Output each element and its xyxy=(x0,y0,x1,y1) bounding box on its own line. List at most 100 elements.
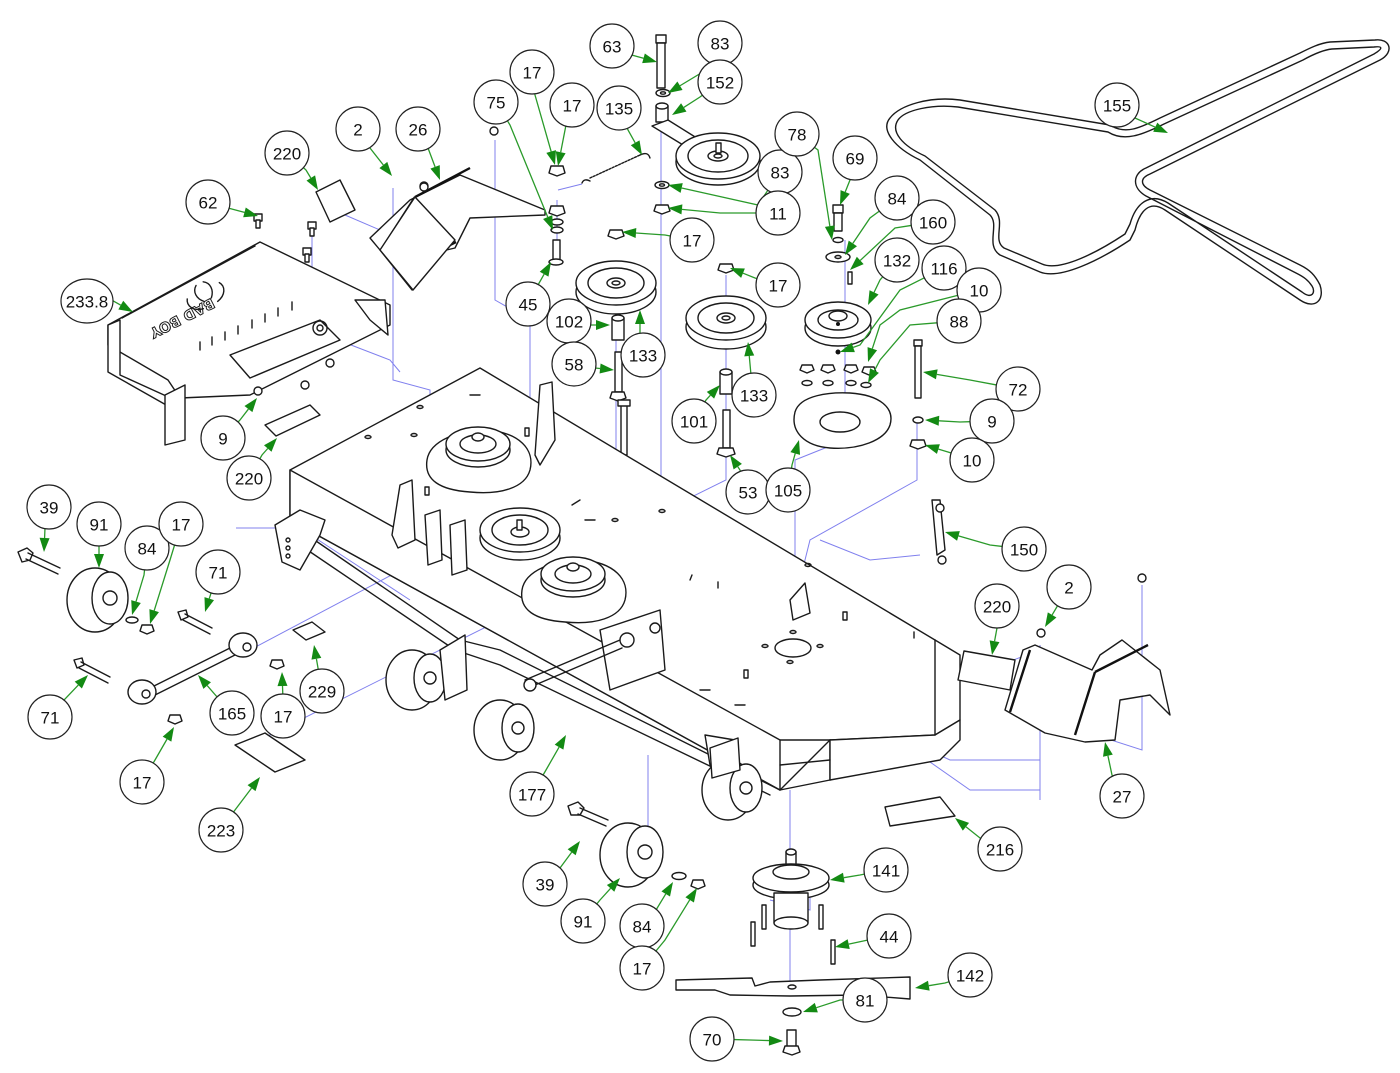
callout-label: 70 xyxy=(703,1031,722,1050)
callout-arrow-icon xyxy=(668,204,683,215)
callout-label: 223 xyxy=(207,822,235,841)
idler-pulley-133-right xyxy=(685,263,767,458)
callout-arrow-icon xyxy=(306,175,318,190)
callout-balloon xyxy=(200,415,246,461)
callout-leader-line xyxy=(206,685,219,699)
bolt-62 xyxy=(253,213,317,263)
callout-balloon xyxy=(765,467,811,513)
callout-balloon xyxy=(866,913,912,959)
callout-balloon xyxy=(755,190,801,236)
callout-label: 132 xyxy=(883,252,911,271)
callout-leader-line xyxy=(560,124,567,153)
callout-arrow-icon xyxy=(277,672,288,687)
callout-arrow-icon xyxy=(925,444,940,454)
callout-arrow-icon xyxy=(247,777,260,792)
callout-arrow-icon xyxy=(596,320,610,330)
callout-wheel-bolt: 39 xyxy=(26,484,72,552)
callout-leader-line xyxy=(1051,604,1059,616)
callout-balloon xyxy=(549,82,595,128)
callout-blade-washer: 81 xyxy=(803,977,888,1023)
callout-arrow-icon xyxy=(430,165,440,180)
long-bolt-72 xyxy=(909,339,927,450)
anti-scalp-wheel-left xyxy=(17,547,155,635)
callout-bolt-idler-arm: 63 xyxy=(589,23,657,69)
callout-arrow-icon xyxy=(546,150,556,165)
acorn-nut-top xyxy=(489,126,499,136)
callout-flange-nut: 17 xyxy=(622,217,715,263)
callout-decal: 220 xyxy=(974,583,1020,655)
callout-label: 62 xyxy=(199,194,218,213)
callout-pin: 71 xyxy=(195,549,241,612)
callout-arrow-icon xyxy=(555,151,566,166)
callout-arrow-icon xyxy=(850,256,864,270)
callout-label: 69 xyxy=(846,150,865,169)
callout-arrow-icon xyxy=(630,140,642,155)
callout-spacer-bolt: 45 xyxy=(505,262,551,327)
callout-balloon xyxy=(949,437,995,483)
callout-balloon xyxy=(842,977,888,1023)
callout-balloon xyxy=(1001,526,1047,572)
callout-label: 27 xyxy=(1113,788,1132,807)
adjustment-rod-assembly xyxy=(73,609,285,725)
callout-arrow-icon xyxy=(768,1035,783,1046)
callout-balloon xyxy=(697,59,743,105)
callout-leader-line xyxy=(534,93,552,152)
callout-label: 81 xyxy=(856,992,875,1011)
callout-discharge-chute-right: 27 xyxy=(1099,742,1145,819)
callout-label: 165 xyxy=(218,705,246,724)
callout-leader-line xyxy=(537,273,545,286)
callout-leader-line xyxy=(938,420,971,423)
callout-label: 10 xyxy=(970,282,989,301)
callout-arrow-icon xyxy=(661,882,673,897)
callout-balloon xyxy=(335,106,381,152)
callout-flange-nut: 17 xyxy=(260,672,306,739)
callout-arrow-icon xyxy=(263,438,277,452)
callout-lock-washer: 78 xyxy=(774,111,835,240)
callout-arrow-icon xyxy=(685,888,697,903)
callout-arrow-icon xyxy=(162,727,174,742)
callout-decal: 223 xyxy=(198,777,260,853)
callout-label: 72 xyxy=(1009,381,1028,400)
callout-arrow-icon xyxy=(790,440,801,455)
callout-label: 220 xyxy=(983,598,1011,617)
callout-leader-line xyxy=(742,272,758,280)
callout-balloon xyxy=(977,826,1023,872)
callout-leader-line xyxy=(733,1038,770,1042)
acorn-nut-right xyxy=(1137,573,1147,583)
callout-balloon xyxy=(198,807,244,853)
callout-label: 53 xyxy=(739,484,758,503)
callout-label: 91 xyxy=(574,913,593,932)
callout-arrow-icon xyxy=(706,385,720,399)
callout-label: 39 xyxy=(536,876,555,895)
callout-arrow-icon xyxy=(835,939,850,949)
callout-balloon xyxy=(671,398,717,444)
callout-arrow-icon xyxy=(243,207,258,218)
callout-label: 17 xyxy=(633,960,652,979)
callout-idler-pulley: 133 xyxy=(620,310,666,378)
callout-deck-cover: 233.8 xyxy=(60,278,133,324)
wheel-bracket xyxy=(439,634,468,701)
callout-leader-line xyxy=(790,453,796,469)
callout-label: 133 xyxy=(629,347,657,366)
callout-arrow-icon xyxy=(868,368,879,383)
callout-balloon xyxy=(27,694,73,740)
spindle-pulley-stack xyxy=(793,204,892,449)
callout-leader-line xyxy=(259,448,269,460)
callout-leader-line xyxy=(681,208,756,214)
callout-leader-line xyxy=(152,738,168,764)
callout-balloon xyxy=(589,23,635,69)
tension-spring xyxy=(557,152,651,191)
callout-balloon xyxy=(774,111,820,157)
callout-arrow-icon xyxy=(730,455,742,470)
callout-label: 75 xyxy=(487,94,506,113)
callout-label: 133 xyxy=(740,387,768,406)
callout-label: 84 xyxy=(633,918,652,937)
callout-label: 102 xyxy=(555,313,583,332)
callout-bolt: 69 xyxy=(832,135,878,205)
decal-223 xyxy=(234,732,306,773)
callout-arrow-icon xyxy=(1103,742,1113,757)
callout-nut: 11 xyxy=(668,190,801,236)
idler-arm-assembly xyxy=(651,34,761,215)
callout-balloon xyxy=(619,945,665,991)
